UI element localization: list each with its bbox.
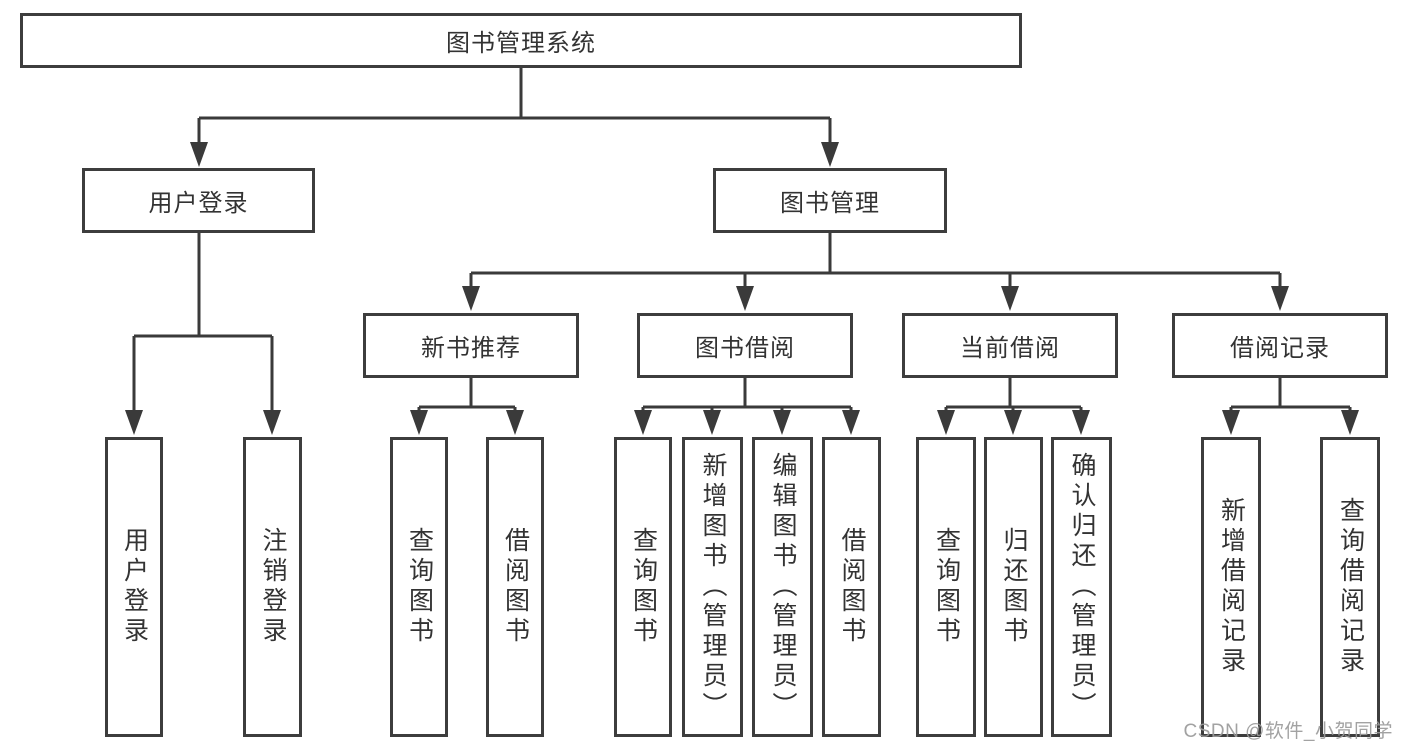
node-label: 当前借阅 bbox=[960, 335, 1060, 362]
node-borrow-books-recommend: 借阅图书 bbox=[486, 437, 544, 737]
node-login: 用户登录 bbox=[105, 437, 163, 737]
node-query-books-recommend: 查询图书 bbox=[390, 437, 448, 737]
node-label: 新增图书（管理员） bbox=[699, 452, 727, 722]
node-label: 查询借阅记录 bbox=[1336, 497, 1365, 677]
node-logout: 注销登录 bbox=[243, 437, 302, 737]
node-label: 查询图书 bbox=[932, 527, 961, 647]
node-label: 图书借阅 bbox=[695, 335, 795, 362]
node-label: 新书推荐 bbox=[421, 335, 521, 362]
node-add-borrow-record: 新增借阅记录 bbox=[1201, 437, 1261, 737]
node-query-books-current: 查询图书 bbox=[916, 437, 976, 737]
node-library-system: 图书管理系统 bbox=[20, 13, 1022, 68]
node-book-management: 图书管理 bbox=[713, 168, 947, 233]
arrowheads bbox=[125, 142, 1359, 435]
node-query-borrow-record: 查询借阅记录 bbox=[1320, 437, 1380, 737]
node-new-book-recommend: 新书推荐 bbox=[363, 313, 579, 378]
node-query-books-borrowing: 查询图书 bbox=[614, 437, 672, 737]
node-user-login: 用户登录 bbox=[82, 168, 315, 233]
node-label: 借阅图书 bbox=[501, 527, 530, 647]
node-book-borrowing: 图书借阅 bbox=[637, 313, 853, 378]
node-label: 归还图书 bbox=[1000, 527, 1028, 647]
node-label: 借阅图书 bbox=[838, 527, 866, 647]
node-label: 查询图书 bbox=[629, 527, 658, 647]
node-label: 用户登录 bbox=[148, 190, 249, 217]
node-borrow-books: 借阅图书 bbox=[822, 437, 881, 737]
node-label: 查询图书 bbox=[405, 527, 434, 647]
node-borrowing-records: 借阅记录 bbox=[1172, 313, 1388, 378]
node-confirm-return-admin: 确认归还（管理员） bbox=[1051, 437, 1112, 737]
watermark: CSDN @软件_小贺同学 bbox=[1183, 721, 1393, 742]
node-label: 借阅记录 bbox=[1230, 335, 1330, 362]
node-current-borrowing: 当前借阅 bbox=[902, 313, 1118, 378]
node-label: 确认归还（管理员） bbox=[1068, 452, 1096, 722]
node-label: 编辑图书（管理员） bbox=[769, 452, 797, 722]
node-label: 图书管理 bbox=[780, 190, 880, 217]
node-return-book: 归还图书 bbox=[984, 437, 1043, 737]
node-label: 新增借阅记录 bbox=[1217, 497, 1246, 677]
node-label: 用户登录 bbox=[120, 527, 149, 647]
node-label: 注销登录 bbox=[259, 527, 287, 647]
node-edit-book-admin: 编辑图书（管理员） bbox=[752, 437, 813, 737]
node-label: 图书管理系统 bbox=[446, 30, 596, 57]
node-add-book-admin: 新增图书（管理员） bbox=[682, 437, 743, 737]
